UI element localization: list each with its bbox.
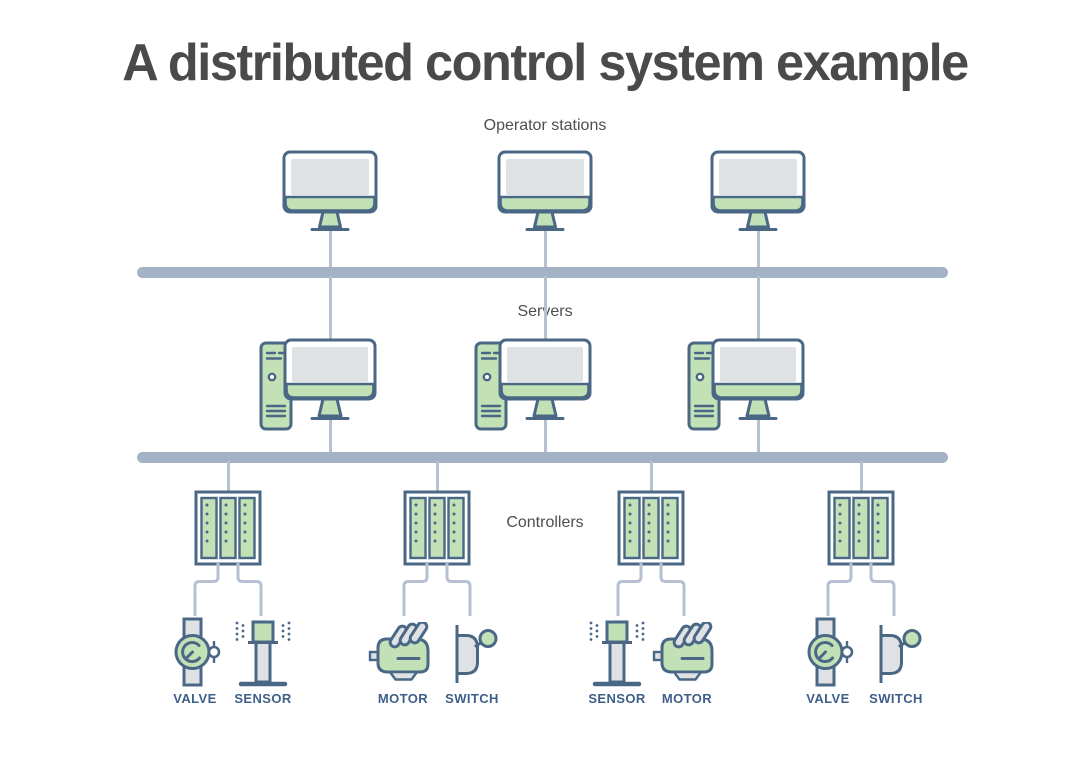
controllers-label: Controllers [506, 514, 584, 531]
server-icon [474, 338, 594, 432]
monitor-icon [282, 150, 378, 238]
network-bus-upper [137, 267, 948, 278]
connector-line [649, 461, 653, 493]
connector-line [328, 420, 332, 457]
connector-line [328, 231, 332, 269]
connector-elbow [821, 563, 901, 619]
valve-icon [796, 616, 860, 688]
connector-line [328, 276, 332, 342]
controller-icon [617, 490, 685, 566]
device-label: VALVE [806, 691, 850, 706]
monitor-icon [710, 150, 806, 238]
device-label: VALVE [173, 691, 217, 706]
connector-elbow [611, 563, 691, 619]
device-label: SWITCH [445, 691, 499, 706]
connector-elbow [397, 563, 477, 619]
page-title: A distributed control system example [122, 34, 969, 92]
server-icon [687, 338, 807, 432]
monitor-icon [497, 150, 593, 238]
connector-elbow [188, 563, 268, 619]
switch-icon [442, 622, 502, 686]
connector-line [756, 420, 760, 457]
controller-icon [194, 490, 262, 566]
operator-stations-label: Operator stations [483, 117, 607, 134]
device-label: MOTOR [377, 691, 429, 706]
connector-line [859, 461, 863, 493]
connector-line [543, 420, 547, 457]
device-label: SENSOR [234, 691, 292, 706]
connector-line [756, 276, 760, 342]
connector-line [543, 276, 547, 342]
server-icon [259, 338, 379, 432]
sensor-icon [231, 616, 295, 688]
switch-icon [866, 622, 926, 686]
device-label: SENSOR [588, 691, 646, 706]
motor-icon [367, 622, 439, 686]
connector-line [435, 461, 439, 493]
valve-icon [163, 616, 227, 688]
controller-icon [827, 490, 895, 566]
controller-icon [403, 490, 471, 566]
connector-line [543, 231, 547, 269]
sensor-icon [585, 616, 649, 688]
device-label: MOTOR [661, 691, 713, 706]
device-label: SWITCH [869, 691, 923, 706]
connector-line [226, 461, 230, 493]
network-bus-lower [137, 452, 948, 463]
motor-icon [651, 622, 723, 686]
connector-line [756, 231, 760, 269]
